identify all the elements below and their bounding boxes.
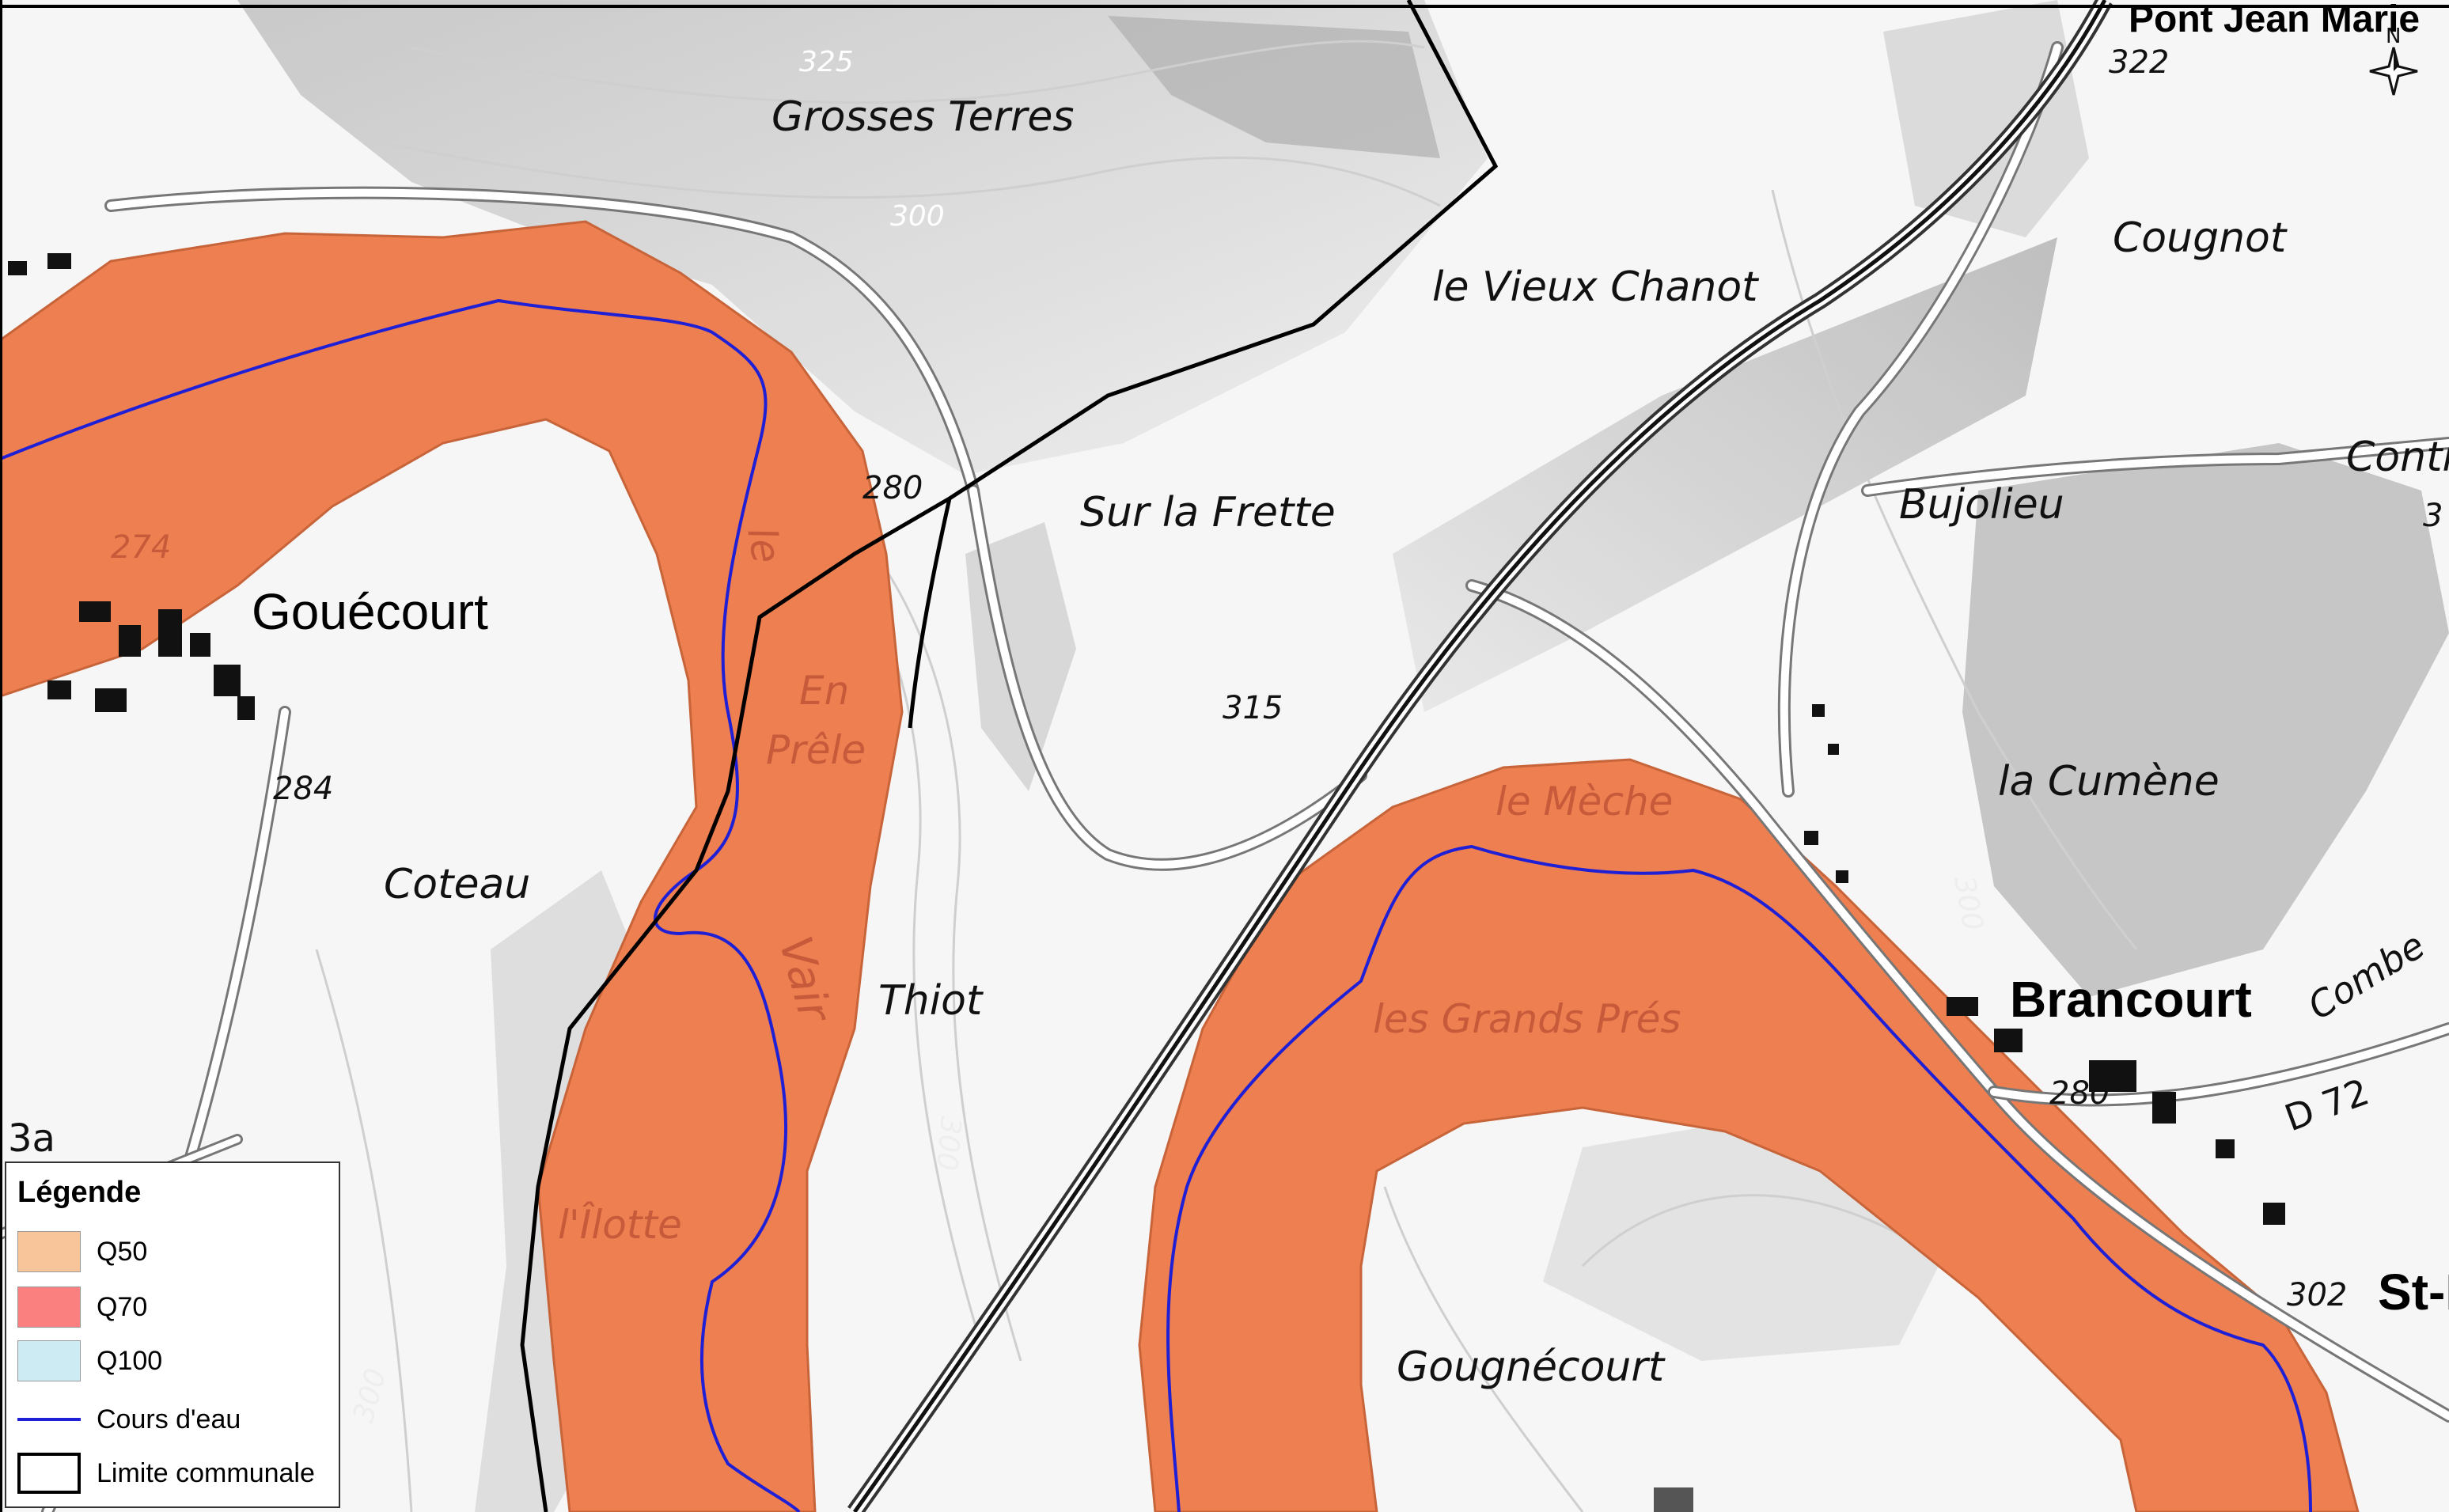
contour-lines bbox=[315, 40, 2138, 1512]
legend-item-cours-deau: Cours d'eau bbox=[17, 1397, 241, 1442]
flood-label-en: En bbox=[799, 668, 849, 714]
altitude-280-north: 280 bbox=[862, 470, 923, 506]
altitude-3: 3 bbox=[2423, 498, 2443, 534]
place-gouecourt: Gouécourt bbox=[252, 583, 488, 640]
road-3a: 3a bbox=[8, 1116, 55, 1161]
place-grosses-terres: Grosses Terres bbox=[771, 93, 1074, 141]
place-brancourt: Brancourt bbox=[2010, 971, 2252, 1028]
place-gougnecourt: Gougnécourt bbox=[1397, 1343, 1666, 1391]
north-arrow-icon: N bbox=[2369, 25, 2418, 96]
contour-label-300-a: 300 bbox=[890, 200, 945, 233]
buildings bbox=[8, 253, 2285, 1512]
legend: Légende Q50 Q70 Q100 Cours d'eau Limite … bbox=[5, 1161, 340, 1508]
altitude-302: 302 bbox=[2287, 1277, 2347, 1313]
flood-zone-east bbox=[1138, 758, 2360, 1512]
place-contr: Contr bbox=[2346, 434, 2449, 481]
north-label: N bbox=[2386, 25, 2401, 48]
legend-swatch-q70 bbox=[17, 1287, 81, 1328]
place-coteau: Coteau bbox=[384, 861, 530, 908]
flood-label-lilotte: l'Îlotte bbox=[558, 1201, 682, 1248]
altitude-315: 315 bbox=[1223, 690, 1283, 726]
place-sur-la-frette: Sur la Frette bbox=[1080, 489, 1336, 536]
legend-label-q50: Q50 bbox=[97, 1236, 148, 1267]
place-st: St-I bbox=[2378, 1264, 2449, 1321]
place-thiot: Thiot bbox=[878, 977, 984, 1025]
legend-label-limite: Limite communale bbox=[97, 1457, 315, 1488]
legend-item-q50: Q50 bbox=[17, 1230, 147, 1274]
legend-swatch-q100 bbox=[17, 1340, 81, 1381]
railway bbox=[847, 0, 2113, 1512]
legend-swatch-boundary bbox=[17, 1453, 81, 1494]
legend-label-q70: Q70 bbox=[97, 1291, 148, 1322]
altitude-280-east: 280 bbox=[2049, 1075, 2110, 1112]
legend-label-q100: Q100 bbox=[97, 1345, 163, 1376]
legend-item-limite: Limite communale bbox=[17, 1451, 315, 1495]
flood-zone-west bbox=[0, 220, 904, 1512]
legend-item-q100: Q100 bbox=[17, 1339, 162, 1383]
river-lines bbox=[0, 298, 2312, 1512]
altitude-322: 322 bbox=[2109, 44, 2169, 81]
place-vieux-chanot: le Vieux Chanot bbox=[1432, 263, 1759, 311]
contour-label-300-c: 300 bbox=[930, 1115, 967, 1172]
place-cougnot: Cougnot bbox=[2113, 214, 2288, 262]
legend-title: Légende bbox=[17, 1176, 142, 1209]
contour-label-325: 325 bbox=[799, 46, 854, 78]
legend-swatch-q50 bbox=[17, 1231, 81, 1272]
legend-label-cours-deau: Cours d'eau bbox=[97, 1404, 241, 1434]
flood-label-grands-pres: les Grands Prés bbox=[1373, 996, 1681, 1042]
legend-item-q70: Q70 bbox=[17, 1285, 147, 1329]
altitude-274: 274 bbox=[111, 529, 171, 566]
flood-label-le: le bbox=[738, 524, 790, 567]
altitude-284: 284 bbox=[273, 771, 333, 807]
place-pont-jean-marie: Pont Jean Marie bbox=[2129, 0, 2420, 40]
place-la-cumene: la Cumène bbox=[1998, 758, 2220, 805]
flood-label-le-meche: le Mèche bbox=[1496, 779, 1673, 824]
commune-boundary bbox=[520, 0, 1499, 1512]
place-bujolieu: Bujolieu bbox=[1899, 481, 2064, 529]
legend-swatch-river bbox=[17, 1418, 81, 1421]
flood-label-prele: Prêle bbox=[766, 727, 866, 773]
